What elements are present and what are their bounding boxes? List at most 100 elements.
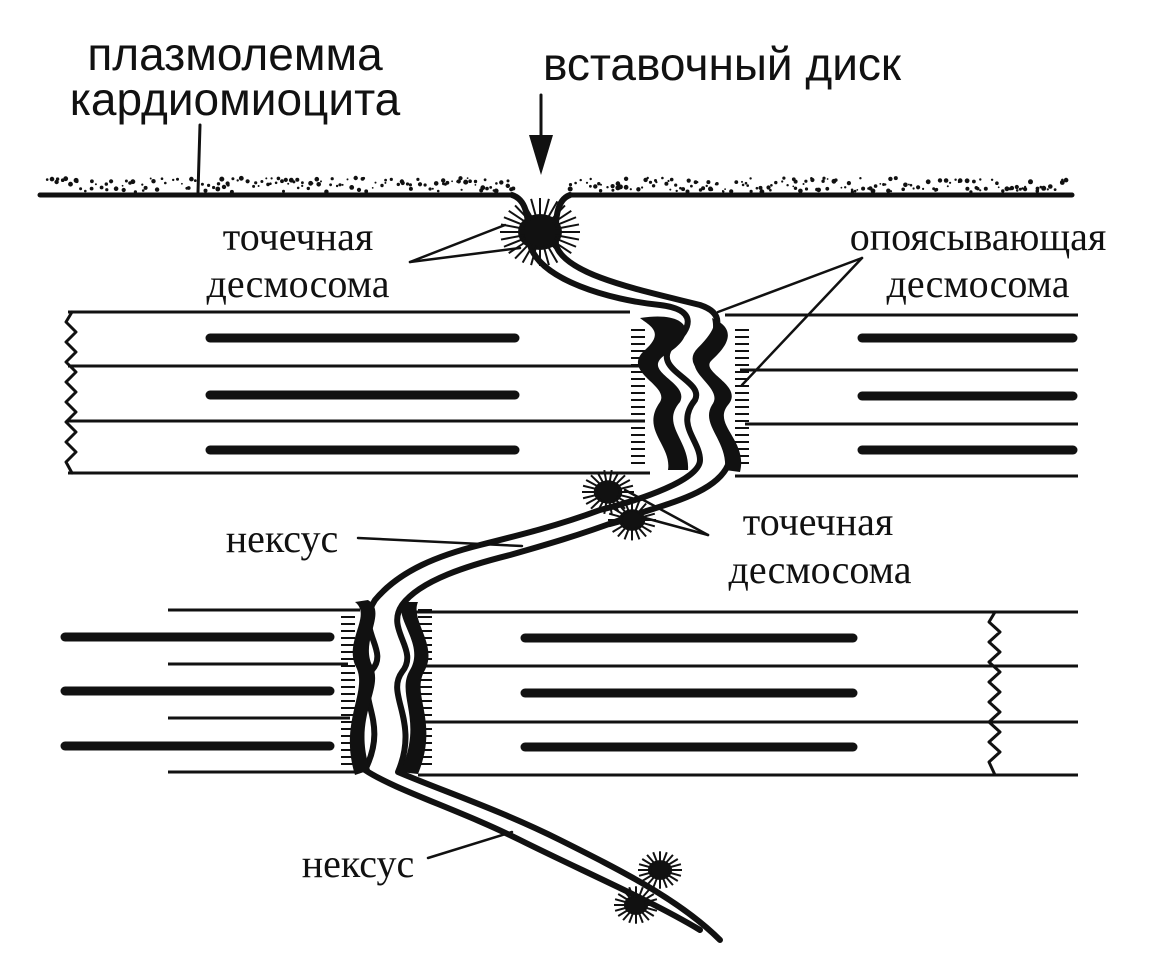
desmosome-filament [628,911,635,924]
stipple-dot [428,187,432,191]
stipple-dot [567,186,573,192]
desmosome-filament [623,500,630,513]
desmosome-filament [530,245,538,266]
stipple-dot [55,177,60,181]
desmosome-filament [585,479,600,488]
stipple-dot [308,180,313,186]
stipple-dot [598,189,603,193]
desmosome-filament [641,858,654,867]
desmosome-filament [642,908,655,917]
stipple-dot [1046,188,1049,191]
plasmalemma-label-line2: кардиомиоцита [70,73,401,125]
stipple-dot [485,186,489,191]
stipple-dot [821,179,825,183]
stipple-dot [741,183,745,187]
stipple-dot [266,182,270,187]
stipple-dot [423,183,427,187]
stipple-dot [121,184,124,187]
desmosome-filament [551,239,572,255]
desmosome-filament [614,898,628,904]
stipple-dot [154,187,160,192]
stipple-dot [338,183,342,187]
stipple-dot [380,183,384,188]
stipple-dot [822,176,826,180]
stipple-dot [240,177,244,180]
desmosome-filament [644,906,658,912]
stipple-dot [84,189,87,193]
desmosome-filament [639,524,652,533]
stipple-dot [349,185,355,190]
stipple-dot [141,189,145,192]
stipple-dot [826,178,829,180]
stipple-dot [75,179,79,184]
spot-desmosome-top [500,198,580,266]
desmosome-filament [638,871,652,877]
stipple-dot [749,189,753,193]
stipple-dot [1039,185,1043,189]
stipple-dot [473,179,478,184]
stipple-dot [79,187,83,191]
stipple-dot [384,178,387,182]
desmosome-filament [521,200,534,220]
stipple-dot [257,185,260,187]
desmosome-filament [637,886,644,899]
stipple-dot [133,190,137,194]
stipple-dot [396,182,400,187]
stipple-dot [574,181,577,185]
desmosome-filament [549,242,566,260]
stipple-dot [1059,180,1065,185]
desmosome-filament [617,493,634,500]
desmosome-filament [652,876,659,889]
stipple-dot [90,179,94,184]
desmosome-filament [637,911,644,924]
stipple-dot [329,183,332,187]
stipple-dot [288,177,294,183]
desmosome-filament [614,498,626,510]
stipple-dot [568,183,573,187]
stipple-dot [769,188,772,192]
stipple-dot [810,177,813,180]
stipple-dot [715,182,719,186]
stipple-dot [1028,179,1033,185]
stipple-dot [912,187,915,190]
stipple-dot [957,178,963,183]
stipple-dot [160,177,164,180]
stipple-dot [710,187,714,192]
stipple-dot [741,180,743,183]
stipple-dot [997,186,1000,189]
stipple-dot [1035,189,1040,193]
stipple-dot [282,189,285,193]
stipple-dot [113,186,119,191]
desmosome-filament [608,469,613,484]
stipple-dot [417,182,423,187]
stipple-dot [45,178,49,181]
stipple-dot [667,179,670,183]
stipple-dot [802,183,805,185]
z-line-upper-left [64,310,78,475]
stipple-dot [69,182,73,186]
stipple-dot [623,176,629,181]
stipple-dot [759,189,765,195]
stipple-dot [744,181,748,185]
stipple-dot [679,186,682,190]
plasmalemma [37,175,1075,198]
stipple-dot [330,177,334,181]
stipple-dot [1004,186,1010,192]
stipple-dot [755,186,759,190]
spot-desmosome-top-pointers [408,223,522,264]
desmosome-filament [640,889,650,900]
stipple-dot [979,189,982,192]
stipple-dot [597,182,601,186]
stipple-dot [324,189,329,194]
stipple-dot [489,186,493,189]
desmosome-filament [639,507,652,516]
stipple-dot [143,185,148,190]
stipple-dot [901,187,905,192]
stipple-dot [270,177,273,180]
stipple-dot [781,180,784,183]
stipple-dot [646,176,649,180]
stipple-dot [844,186,847,189]
desmosome-filament [617,893,630,902]
stipple-dot [834,178,838,182]
desmosome-filament [514,204,531,222]
